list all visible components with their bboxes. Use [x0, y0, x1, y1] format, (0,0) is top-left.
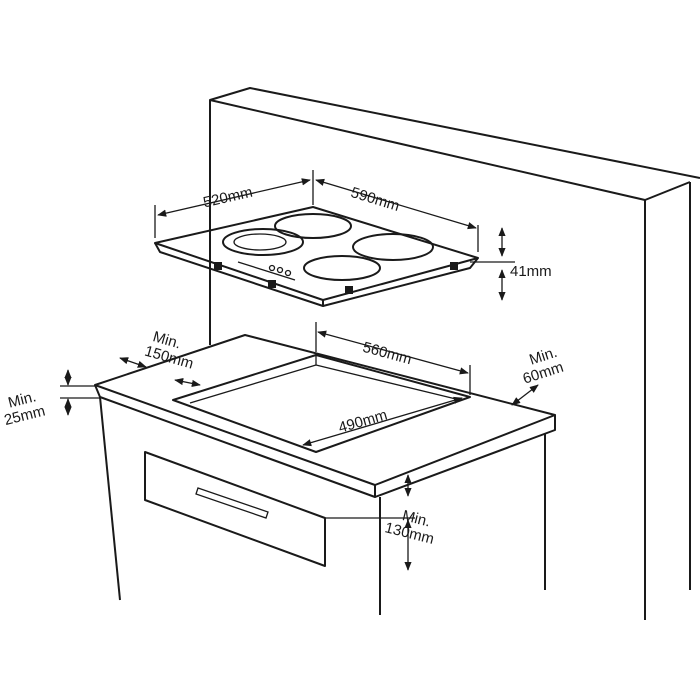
cutout — [172, 354, 471, 453]
wall-unit — [209, 87, 700, 620]
hob — [154, 206, 479, 307]
burner-front-left — [222, 228, 304, 256]
control-panel — [237, 261, 296, 281]
dimension-lines — [60, 170, 539, 571]
drawer-handle — [195, 487, 269, 519]
countertop — [94, 334, 556, 498]
hob-height-label: 41mm — [510, 263, 552, 280]
base-cabinet — [99, 396, 546, 615]
burner-front-right — [303, 255, 381, 281]
burner-back-right — [352, 233, 434, 261]
drawer — [144, 451, 326, 567]
burner-back-left — [274, 213, 352, 239]
